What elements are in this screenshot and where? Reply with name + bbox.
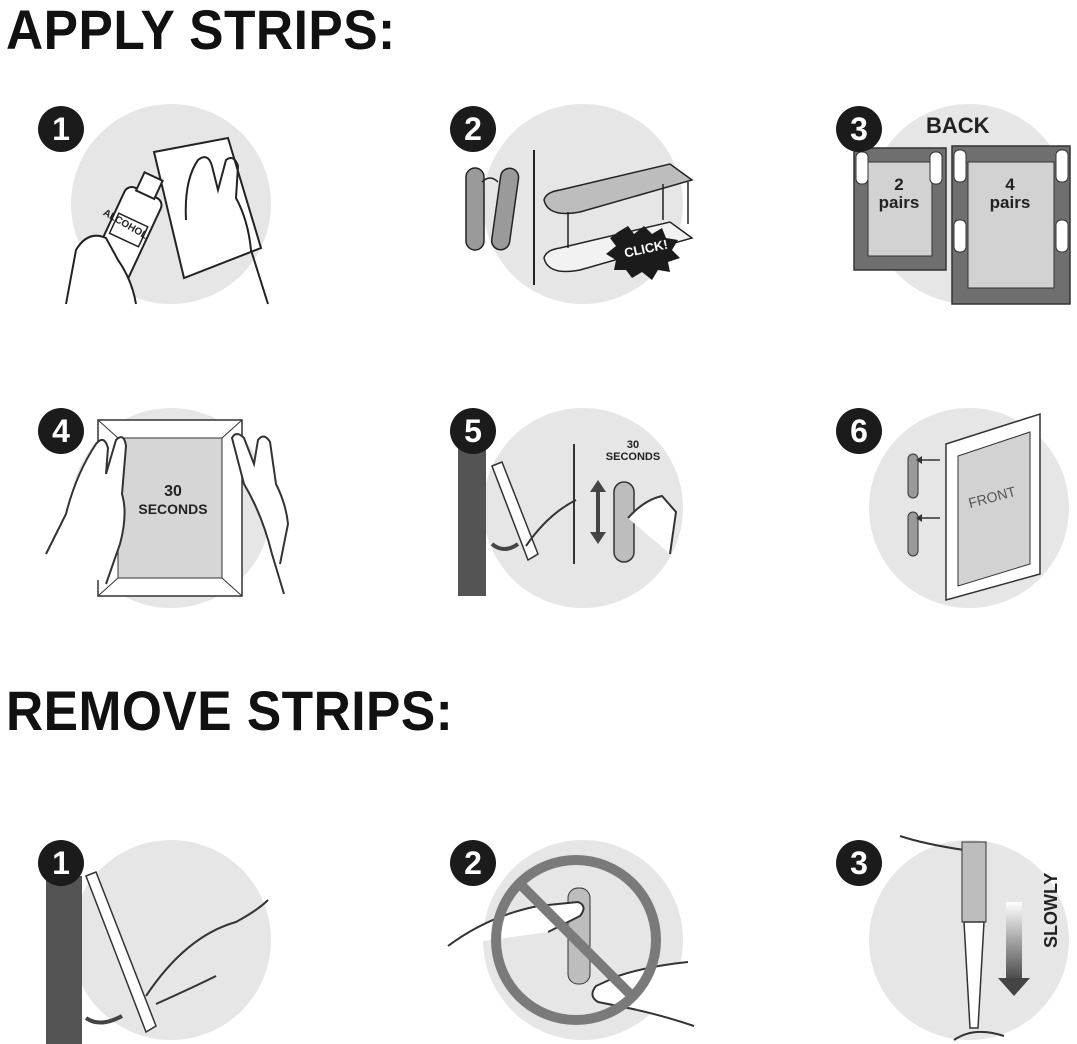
slowly-label: SLOWLY (1042, 873, 1061, 948)
remove-step-2-illustration: 2 (448, 836, 748, 1044)
apply-step-6-badge: 6 (836, 408, 882, 454)
apply-step-1-badge: 1 (38, 106, 84, 152)
press-duration-unit: SECONDS (128, 502, 218, 517)
hold-duration-unit: SECONDS (598, 452, 668, 464)
back-label: BACK (926, 114, 990, 137)
apply-step-3-badge: 3 (836, 106, 882, 152)
apply-step-5-illustration: 5 30 SECONDS (448, 404, 748, 629)
apply-step-2-illustration: 2 CLICK! (448, 100, 748, 325)
apply-step-3-illustration: 3 BACK 2 pairs 4 pairs (834, 100, 1077, 325)
apply-step-4-illustration: 4 30 SECONDS (36, 404, 336, 629)
hold-duration-number: 30 (598, 440, 668, 452)
apply-strips-heading: APPLY STRIPS: (6, 2, 396, 58)
apply-step-6-illustration: 6 FRONT (834, 404, 1077, 629)
remove-step-3-illustration: 3 SLOWLY (834, 836, 1077, 1044)
remove-strips-heading: REMOVE STRIPS: (6, 683, 453, 739)
press-duration-number: 30 (128, 484, 218, 501)
remove-step-3-badge: 3 (836, 840, 882, 886)
remove-step-1-illustration: 1 (36, 836, 336, 1044)
remove-step-2-badge: 2 (450, 840, 496, 886)
apply-step-1-illustration: 1 ALCOHOL (36, 100, 336, 325)
apply-step-4-badge: 4 (38, 408, 84, 454)
remove-step-1-badge: 1 (38, 840, 84, 886)
large-frame-pairs-label: 4 pairs (982, 176, 1038, 212)
apply-step-5-badge: 5 (450, 408, 496, 454)
small-frame-pairs-label: 2 pairs (874, 176, 924, 212)
apply-step-2-badge: 2 (450, 106, 496, 152)
